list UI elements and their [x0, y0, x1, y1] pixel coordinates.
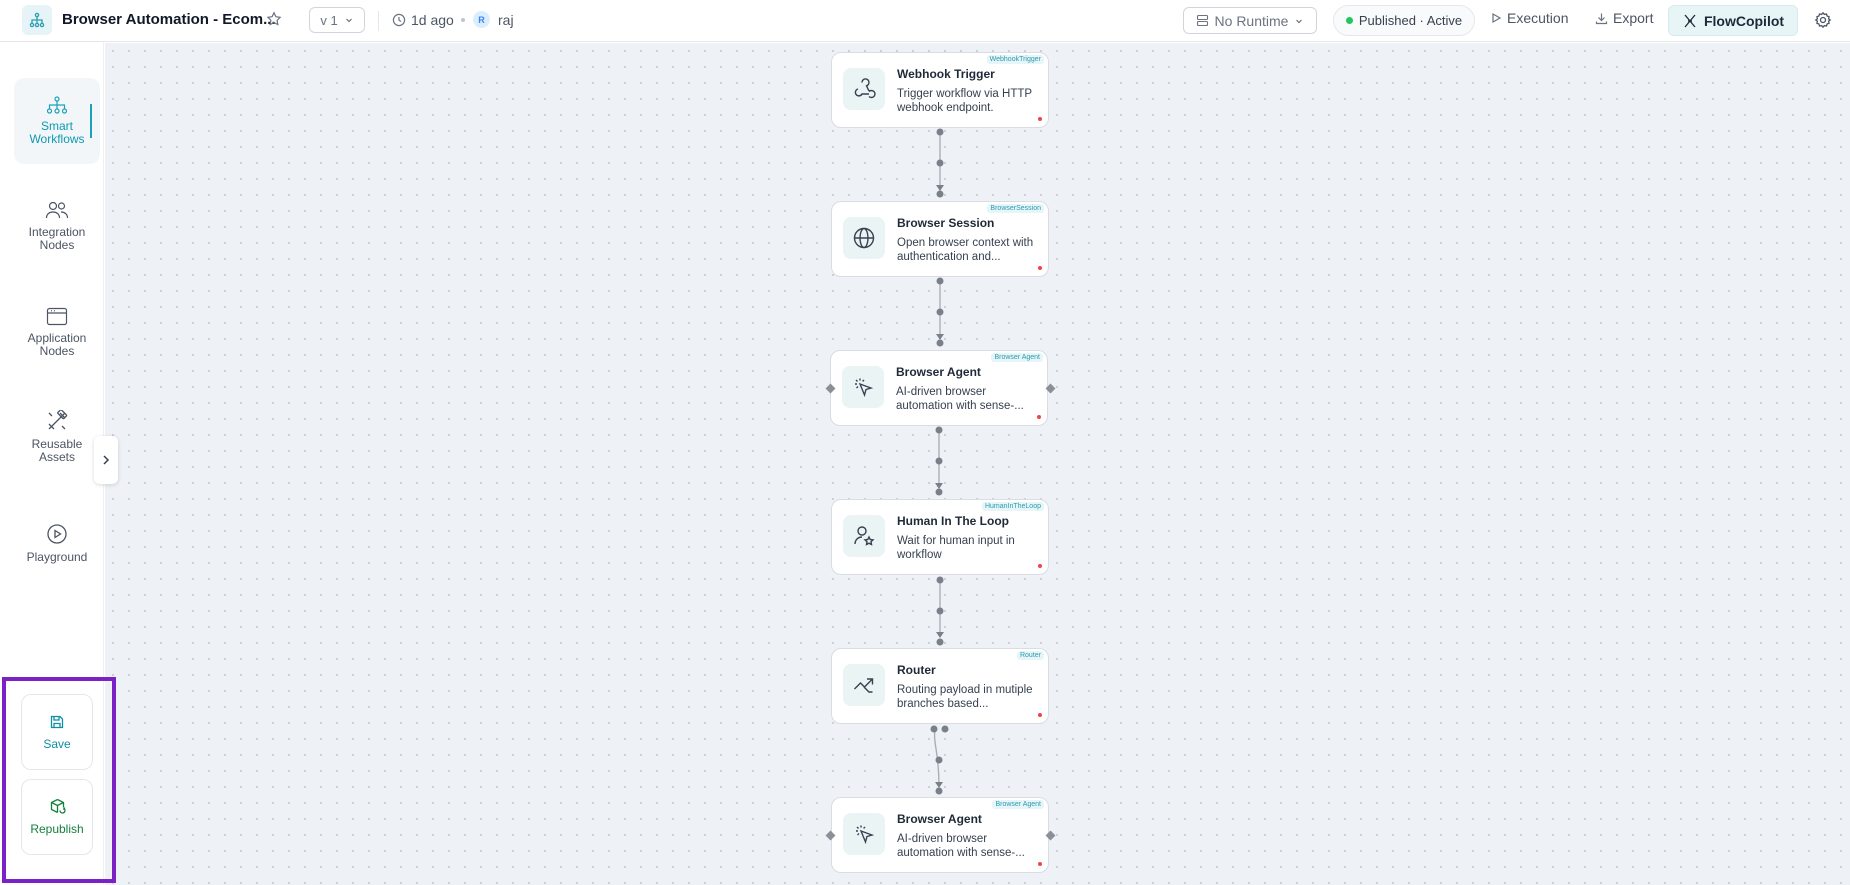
workflow-icon — [46, 96, 68, 114]
node-title: Browser Agent — [897, 812, 982, 826]
execution-label: Execution — [1507, 10, 1569, 26]
sidebar-item-integration-nodes[interactable]: Integration Nodes — [14, 183, 100, 269]
node-description: Open browser context with authentication… — [897, 237, 1034, 263]
chevron-down-icon — [345, 18, 352, 23]
top-bar: Browser Automation - Ecom... v 1 1d ago … — [0, 0, 1850, 42]
node-title: Human In The Loop — [897, 514, 1009, 528]
flowcopilot-button[interactable]: FlowCopilot — [1668, 5, 1798, 36]
workflow-node-human-in-the-loop[interactable]: HumanInTheLoop Human In The Loop Wait fo… — [831, 499, 1049, 575]
separator-dot — [461, 18, 465, 22]
node-type-tag: Browser Agent — [991, 353, 1043, 362]
sidebar-item-label: Smart Workflows — [29, 119, 85, 146]
node-description: AI-driven browser automation with sense-… — [896, 386, 1024, 412]
save-label: Save — [43, 736, 71, 751]
sidebar-item-label: Integration Nodes — [28, 225, 86, 252]
chevron-right-icon — [103, 455, 110, 465]
error-indicator — [1038, 862, 1042, 866]
runtime-label: No Runtime — [1214, 12, 1289, 29]
workflow-canvas[interactable]: WebhookTrigger Webhook Trigger Trigger w… — [105, 43, 1850, 885]
node-title: Router — [897, 663, 936, 677]
sparkle-icon — [1684, 14, 1696, 27]
sidebar-collapse-toggle[interactable] — [94, 436, 118, 484]
play-circle-icon — [47, 523, 67, 544]
republish-label: Republish — [30, 822, 84, 836]
error-indicator — [1038, 117, 1042, 121]
workflow-node-browser-session[interactable]: BrowserSession Browser Session Open brow… — [831, 201, 1049, 277]
save-icon — [50, 715, 64, 728]
save-button[interactable]: Save — [21, 694, 93, 770]
runtime-select[interactable]: No Runtime — [1183, 7, 1317, 34]
divider — [378, 11, 379, 31]
sidebar-item-label: Playground — [26, 549, 88, 564]
tools-icon — [48, 410, 68, 430]
sidebar-item-label: Reusable Assets — [31, 437, 83, 464]
clock-icon — [392, 13, 406, 32]
users-icon — [45, 201, 69, 219]
node-type-tag: Browser Agent — [992, 800, 1044, 809]
node-type-tag: HumanInTheLoop — [981, 502, 1044, 511]
avatar: R — [473, 11, 490, 28]
edges-layer — [930, 128, 949, 795]
globe-icon — [843, 217, 885, 259]
sidebar-item-playground[interactable]: Playground — [14, 500, 100, 586]
webhook-icon — [843, 68, 885, 110]
node-description: Wait for human input in workflow — [897, 535, 1015, 561]
publish-status-badge[interactable]: Published · Active — [1333, 5, 1475, 36]
workflow-node-webhook-trigger[interactable]: WebhookTrigger Webhook Trigger Trigger w… — [831, 52, 1049, 128]
node-description: Trigger workflow via HTTP webhook endpoi… — [897, 88, 1032, 114]
workflow-node-router[interactable]: Router Router Routing payload in mutiple… — [831, 648, 1049, 724]
download-icon — [1595, 13, 1608, 24]
workflow-node-browser-agent[interactable]: Browser Agent Browser Agent AI-driven br… — [831, 797, 1049, 873]
gear-icon[interactable] — [1814, 11, 1832, 34]
node-description: AI-driven browser automation with sense-… — [897, 833, 1025, 859]
sidebar-item-reusable-assets[interactable]: Reusable Assets — [14, 394, 100, 480]
chevron-down-icon — [1296, 19, 1303, 23]
package-refresh-icon — [50, 798, 66, 814]
export-label: Export — [1613, 10, 1654, 26]
error-indicator — [1038, 564, 1042, 568]
sidebar-item-application-nodes[interactable]: Application Nodes — [14, 289, 100, 375]
export-button[interactable]: Export — [1595, 10, 1653, 26]
last-updated: 1d ago — [411, 12, 454, 28]
server-icon — [1196, 14, 1208, 27]
node-type-tag: Router — [1016, 651, 1044, 660]
republish-button[interactable]: Republish — [21, 779, 93, 855]
sidebar-item-label: Application Nodes — [27, 330, 87, 358]
error-indicator — [1038, 713, 1042, 717]
node-type-tag: BrowserSession — [987, 204, 1044, 213]
cursor-click-icon — [842, 366, 884, 408]
version-label: v 1 — [320, 12, 338, 28]
node-type-tag: WebhookTrigger — [986, 55, 1044, 64]
node-title: Browser Agent — [896, 365, 981, 379]
trend-arrow-icon — [843, 664, 885, 706]
browser-window-icon — [46, 307, 68, 325]
workflow-node-browser-agent[interactable]: Browser Agent Browser Agent AI-driven br… — [830, 350, 1048, 426]
workflow-logo-icon[interactable] — [22, 5, 52, 35]
execution-button[interactable]: Execution — [1490, 10, 1568, 26]
user-star-icon — [843, 515, 885, 557]
node-title: Browser Session — [897, 216, 995, 230]
status-dot — [1345, 17, 1353, 24]
version-select[interactable]: v 1 — [309, 7, 365, 33]
publish-status-label: Published · Active — [1358, 13, 1463, 28]
star-icon[interactable] — [266, 11, 282, 32]
highlight-box — [2, 677, 116, 883]
play-icon — [1492, 12, 1502, 24]
error-indicator — [1038, 266, 1042, 270]
error-indicator — [1037, 415, 1041, 419]
node-description: Routing payload in mutiple branches base… — [897, 684, 1033, 710]
node-title: Webhook Trigger — [897, 67, 995, 81]
workflow-title[interactable]: Browser Automation - Ecom... — [62, 11, 276, 28]
sidebar-item-smart-workflows[interactable]: Smart Workflows — [14, 78, 100, 164]
flowcopilot-label: FlowCopilot — [1703, 12, 1785, 29]
cursor-click-icon — [843, 813, 885, 855]
username: raj — [498, 12, 514, 28]
active-indicator — [90, 104, 92, 138]
